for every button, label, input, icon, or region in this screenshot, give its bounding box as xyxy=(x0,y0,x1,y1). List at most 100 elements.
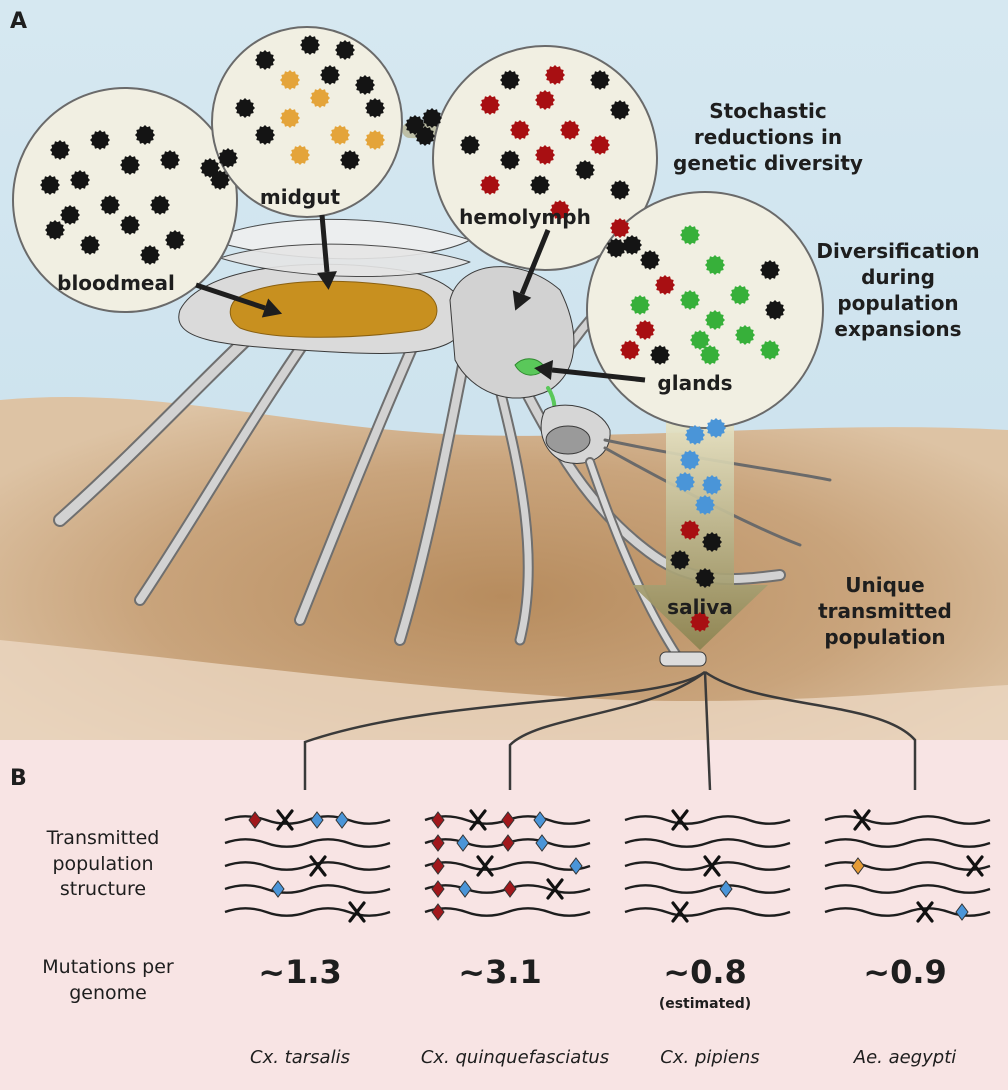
virion xyxy=(670,550,690,570)
genome-line xyxy=(824,815,991,825)
virion xyxy=(765,300,785,320)
saliva-label: saliva xyxy=(667,595,733,619)
virion xyxy=(695,495,715,515)
virion xyxy=(675,472,695,492)
virion xyxy=(706,418,726,438)
mutation-marker xyxy=(501,834,515,852)
virion xyxy=(480,95,500,115)
hemolymph-bubble xyxy=(432,45,658,271)
virion xyxy=(622,235,642,255)
virion xyxy=(80,235,100,255)
mutation-marker xyxy=(456,834,470,852)
virion xyxy=(218,148,238,168)
virion xyxy=(630,295,650,315)
genomes-aegypti xyxy=(824,809,991,923)
virion xyxy=(255,125,275,145)
mutation-marker xyxy=(310,811,324,829)
genome-line xyxy=(624,815,791,825)
mutations-value-quinquefasciatus: ~3.1 xyxy=(458,953,542,991)
glands-bubble xyxy=(586,191,824,429)
virion xyxy=(680,520,700,540)
virion xyxy=(160,150,180,170)
mutation-marker xyxy=(335,811,349,829)
mutation-marker xyxy=(501,811,515,829)
species-tarsalis: Cx. tarsalis xyxy=(250,1047,350,1068)
virion xyxy=(90,130,110,150)
genome-line xyxy=(624,907,791,917)
virion xyxy=(415,126,435,146)
glands-label: glands xyxy=(657,371,733,395)
glands-pointer xyxy=(551,367,646,383)
genome-line xyxy=(624,861,791,871)
virion xyxy=(460,135,480,155)
species-aegypti: Ae. aegypti xyxy=(853,1047,957,1068)
bubbles xyxy=(12,26,824,632)
virion xyxy=(685,425,705,445)
species-quinquefasciatus: Cx. quinquefasciatus xyxy=(420,1047,610,1068)
virion xyxy=(650,345,670,365)
virion xyxy=(120,155,140,175)
saliva-arrow xyxy=(632,415,768,650)
virion xyxy=(335,40,355,60)
cross-marker xyxy=(671,901,689,923)
mutation-marker xyxy=(719,880,733,898)
pointer-arrows xyxy=(195,214,646,383)
virion xyxy=(702,532,722,552)
virion xyxy=(500,150,520,170)
skin-edge xyxy=(0,640,1008,760)
virion xyxy=(165,230,185,250)
cross-marker xyxy=(476,855,494,877)
cross-marker xyxy=(546,878,564,900)
panel-a-letter: A xyxy=(10,9,28,34)
virion xyxy=(70,170,90,190)
genomes-pipiens xyxy=(624,809,791,923)
estimated-note: (estimated) xyxy=(658,996,752,1012)
virion xyxy=(705,310,725,330)
mutation-marker xyxy=(533,811,547,829)
virion xyxy=(120,215,140,235)
virion xyxy=(45,220,65,240)
virion xyxy=(545,65,565,85)
genomes-tarsalis xyxy=(224,809,391,923)
virion xyxy=(640,250,660,270)
cross-marker xyxy=(276,809,294,831)
virion xyxy=(610,180,630,200)
virion xyxy=(355,75,375,95)
virion xyxy=(365,130,385,150)
virion xyxy=(695,568,715,588)
saliva-virions xyxy=(670,418,726,632)
virion xyxy=(100,195,120,215)
mutation-marker xyxy=(271,880,285,898)
bloodmeal-pointer xyxy=(195,282,266,311)
midgut-label: midgut xyxy=(259,185,341,209)
virion xyxy=(365,98,385,118)
mutation-marker xyxy=(431,880,445,898)
virion xyxy=(290,145,310,165)
virion xyxy=(40,175,60,195)
panel-b-background xyxy=(0,740,1008,1090)
virion xyxy=(422,108,442,128)
virion xyxy=(280,70,300,90)
mutation-marker xyxy=(431,834,445,852)
mutation-marker xyxy=(431,811,445,829)
cross-marker xyxy=(671,809,689,831)
genome-line xyxy=(424,907,591,917)
diversification-note: Diversification during population expans… xyxy=(816,239,980,341)
virion xyxy=(535,145,555,165)
cross-marker xyxy=(966,855,984,877)
mutations-value-aegypti: ~0.9 xyxy=(863,953,947,991)
virion xyxy=(320,65,340,85)
virion xyxy=(705,255,725,275)
hemolymph-pointer xyxy=(519,229,551,295)
virion xyxy=(680,290,700,310)
virion xyxy=(680,225,700,245)
virion xyxy=(510,120,530,140)
cross-marker xyxy=(853,809,871,831)
virion xyxy=(590,70,610,90)
virion xyxy=(255,50,275,70)
virion xyxy=(730,285,750,305)
virion xyxy=(310,88,330,108)
cross-marker xyxy=(916,901,934,923)
